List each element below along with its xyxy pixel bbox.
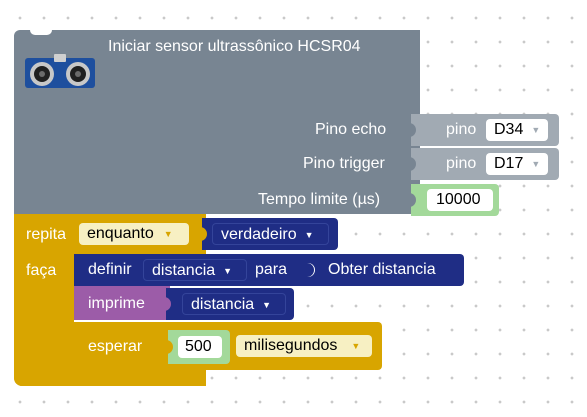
wait-unit-dropdown[interactable]: milisegundos ▼ [236, 335, 372, 357]
echo-pin-prefix: pino [446, 121, 477, 138]
dropdown-arrow-icon: ▼ [531, 125, 541, 135]
echo-pin-value: D34 [494, 121, 524, 138]
trigger-pin-prefix: pino [446, 155, 477, 172]
print-variable-block[interactable]: distancia ▼ [163, 288, 294, 320]
timeout-input[interactable]: 10000 [427, 189, 493, 211]
dropdown-arrow-icon: ▼ [351, 341, 361, 351]
print-variable-dropdown[interactable]: distancia ▼ [182, 293, 286, 315]
dropdown-arrow-icon: ▼ [262, 300, 272, 310]
wait-number-block[interactable]: 500 [165, 330, 230, 364]
ultrasonic-sensor-icon [24, 52, 96, 92]
set-variable-dropdown[interactable]: distancia ▼ [143, 259, 247, 281]
echo-pin-label: Pino echo [315, 121, 387, 138]
print-block[interactable] [74, 286, 170, 320]
set-to-label: para [255, 261, 288, 278]
input-connector [307, 263, 315, 277]
trigger-pin-block[interactable]: pino D17 ▼ [408, 148, 559, 180]
condition-value: verdadeiro [221, 226, 297, 243]
print-variable-value: distancia [191, 296, 255, 313]
condition-block[interactable]: verdadeiro ▼ [199, 218, 338, 250]
input-connector [165, 340, 173, 354]
input-connector [199, 227, 207, 241]
wait-unit-value: milisegundos [244, 337, 338, 354]
wait-number-value: 500 [185, 338, 212, 355]
trigger-pin-dropdown[interactable]: D17 ▼ [486, 153, 548, 175]
loop-mode-dropdown[interactable]: enquanto ▼ [79, 223, 189, 245]
wait-number-input[interactable]: 500 [178, 336, 222, 358]
timeout-label: Tempo limite (µs) [258, 191, 381, 208]
init-block-title: Iniciar sensor ultrassônico HCSR04 [108, 38, 361, 55]
get-distance-label: Obter distancia [328, 261, 436, 278]
dropdown-arrow-icon: ▼ [304, 230, 314, 240]
wait-label: esperar [88, 338, 143, 355]
dropdown-arrow-icon: ▼ [163, 229, 173, 239]
get-distance-block[interactable]: Obter distancia [307, 254, 464, 286]
dropdown-arrow-icon: ▼ [531, 159, 541, 169]
repeat-while-footer [14, 370, 206, 386]
set-variable-value: distancia [152, 262, 216, 279]
repeat-label: repita [26, 226, 67, 243]
do-label: faça [26, 262, 57, 279]
print-label: imprime [88, 295, 145, 312]
input-connector [408, 193, 416, 207]
echo-pin-dropdown[interactable]: D34 ▼ [486, 119, 548, 141]
input-connector [163, 297, 171, 311]
timeout-value: 10000 [436, 191, 481, 208]
echo-pin-block[interactable]: pino D34 ▼ [408, 114, 559, 146]
dropdown-arrow-icon: ▼ [223, 266, 233, 276]
condition-dropdown[interactable]: verdadeiro ▼ [212, 223, 329, 245]
set-label: definir [88, 261, 132, 278]
timeout-number-block[interactable]: 10000 [408, 184, 499, 216]
block-top-notch [30, 30, 52, 35]
trigger-pin-value: D17 [494, 155, 524, 172]
loop-mode-value: enquanto [87, 225, 154, 242]
input-connector [408, 157, 416, 171]
input-connector [408, 123, 416, 137]
trigger-pin-label: Pino trigger [303, 155, 385, 172]
